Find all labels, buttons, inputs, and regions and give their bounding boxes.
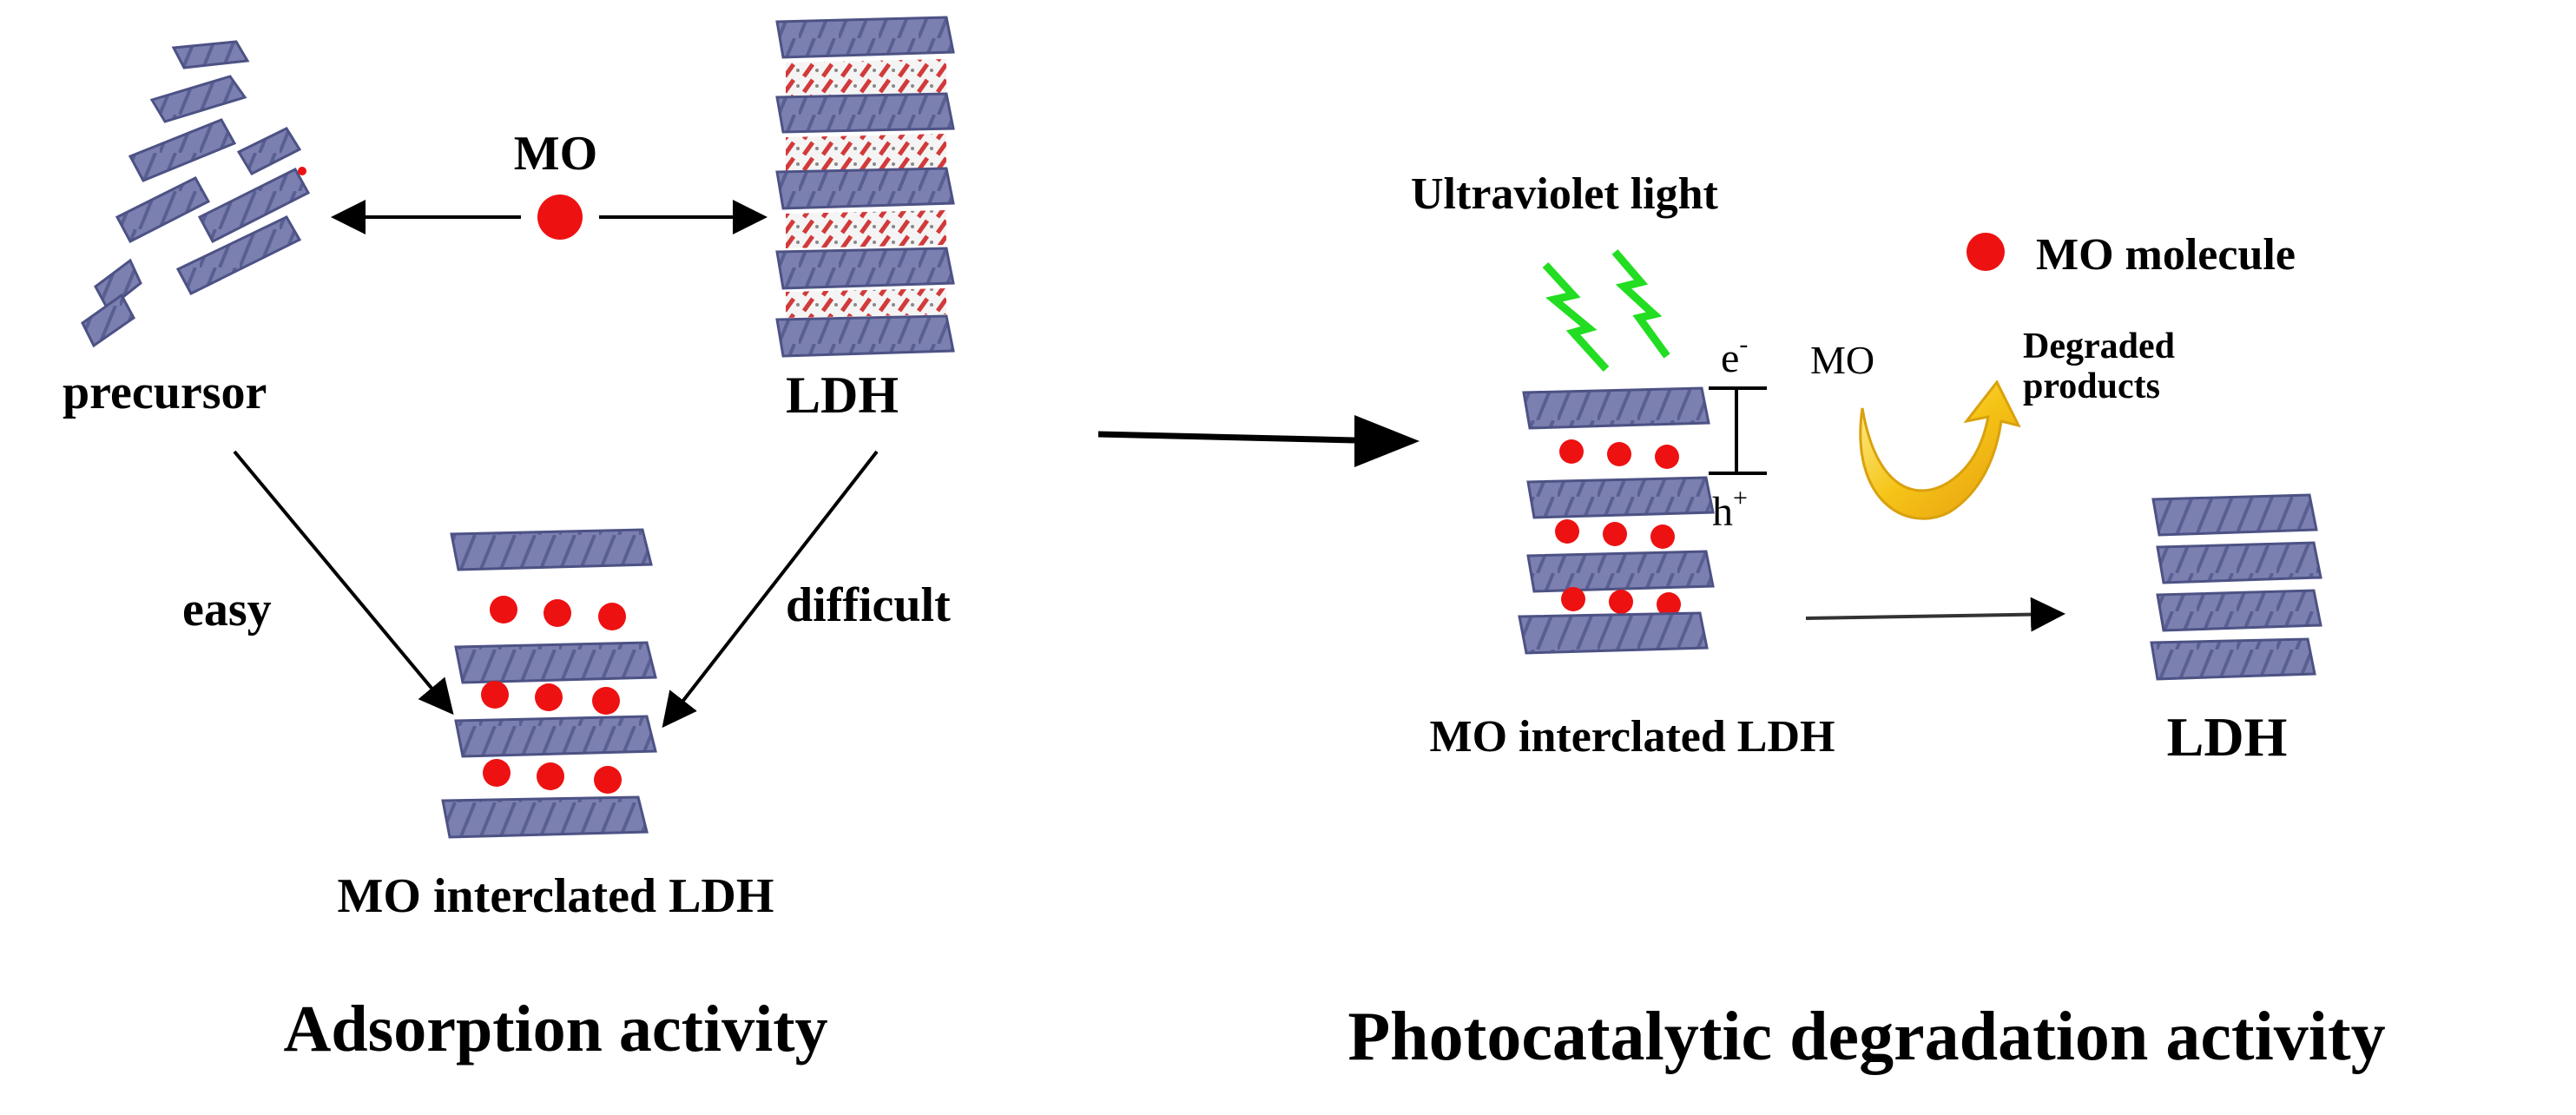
main-transition-arrow <box>1097 415 1420 467</box>
ldh-top-label: LDH <box>786 366 899 424</box>
arrow-to-final-ldh <box>1805 597 2065 632</box>
arrow-ldh-down <box>662 450 879 729</box>
degradation-curved-arrow <box>1859 379 2021 520</box>
mo-small-label: MO <box>1810 338 1874 382</box>
hole-label: h+ <box>1712 484 1748 535</box>
ldh-right-label: LDH <box>2167 706 2288 768</box>
easy-label: easy <box>182 583 272 637</box>
mo-interclated-ldh-left-structure <box>441 528 657 839</box>
photocatalytic-title: Photocatalytic degradation activity <box>1347 999 2385 1075</box>
precursor-label: precursor <box>63 366 267 419</box>
ldh-top-structure <box>775 16 955 358</box>
degraded-label-line2: products <box>2023 366 2160 406</box>
ldh-final-structure <box>2150 493 2322 681</box>
ultraviolet-label: Ultraviolet light <box>1411 169 1719 219</box>
electron-label: e- <box>1721 330 1748 381</box>
mo-interclated-left-label: MO interclated LDH <box>338 869 774 923</box>
band-gap-indicator <box>1709 386 1767 475</box>
uv-bolts <box>1542 249 1670 373</box>
mo-interclated-right-label: MO interclated LDH <box>1430 712 1835 762</box>
mo-interclated-ldh-right-structure <box>1518 386 1715 655</box>
difficult-label: difficult <box>786 578 951 632</box>
mo-center-dot <box>537 195 583 240</box>
arrow-precursor-down <box>233 450 454 716</box>
mo-center-label: MO <box>514 127 597 181</box>
adsorption-title: Adsorption activity <box>284 993 828 1066</box>
degraded-label-line1: Degraded <box>2023 327 2175 366</box>
precursor-fragments <box>81 40 311 348</box>
mo-molecule-legend-dot <box>1967 233 2005 271</box>
mo-molecule-label: MO molecule <box>2036 230 2296 280</box>
